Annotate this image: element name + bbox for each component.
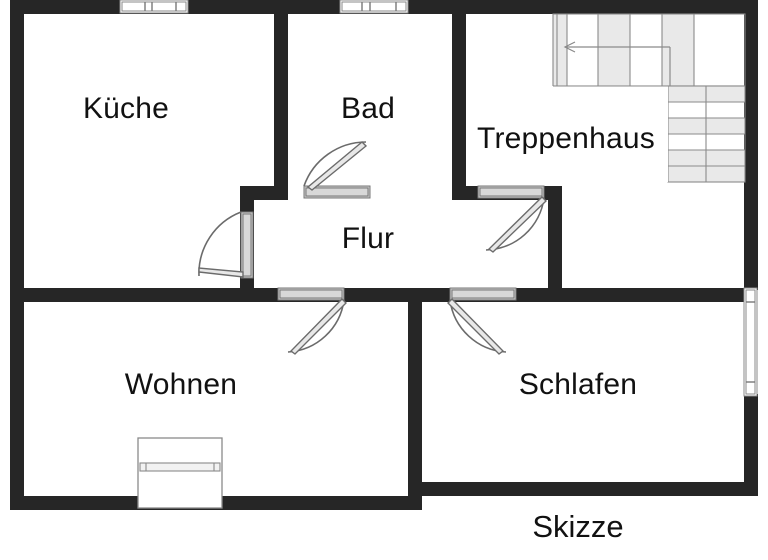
window-bad-top	[339, 0, 409, 14]
wohnen-schlafen-divider-wall	[408, 288, 422, 496]
stair-tread	[598, 14, 630, 86]
doors-group	[198, 141, 547, 355]
outer-right-wall-upper	[744, 0, 758, 290]
window-kueche-top	[119, 0, 189, 14]
stair-direction-arrow-icon	[563, 41, 671, 86]
door-wohnen-flur	[277, 287, 347, 355]
furniture-group	[137, 437, 223, 509]
outer-left-wall	[10, 0, 24, 510]
windows-group	[119, 0, 758, 397]
room-label-schlafen: Schlafen	[519, 368, 637, 401]
kueche-bad-divider-wall	[274, 0, 288, 192]
room-labels-group: Küche Bad Treppenhaus Flur Wohnen Schlaf…	[83, 92, 655, 401]
flur-right-wall	[548, 186, 562, 298]
door-treppenhaus-flur	[477, 185, 547, 253]
schlafen-bottom-wall	[408, 482, 758, 496]
bad-treppenhaus-divider-wall	[452, 0, 466, 200]
room-label-flur: Flur	[342, 222, 394, 255]
stair-tread	[662, 14, 694, 86]
room-label-kueche: Küche	[83, 92, 169, 125]
staircase-l-shaped	[466, 13, 746, 183]
window-schlafen-right	[743, 287, 758, 397]
door-bad-flur	[303, 141, 371, 199]
door-kueche-flur	[198, 211, 254, 279]
stair-tread	[553, 14, 567, 86]
door-schlafen-flur	[447, 287, 517, 355]
room-label-wohnen: Wohnen	[125, 368, 237, 401]
outer-right-wall-lower	[744, 394, 758, 496]
wohnen-table	[137, 437, 223, 509]
stair-void-mask	[466, 86, 668, 182]
room-label-bad: Bad	[341, 92, 395, 125]
plan-caption: Skizze	[532, 509, 623, 544]
wohnen-top-wall	[10, 288, 254, 302]
room-label-treppenhaus: Treppenhaus	[477, 122, 655, 155]
